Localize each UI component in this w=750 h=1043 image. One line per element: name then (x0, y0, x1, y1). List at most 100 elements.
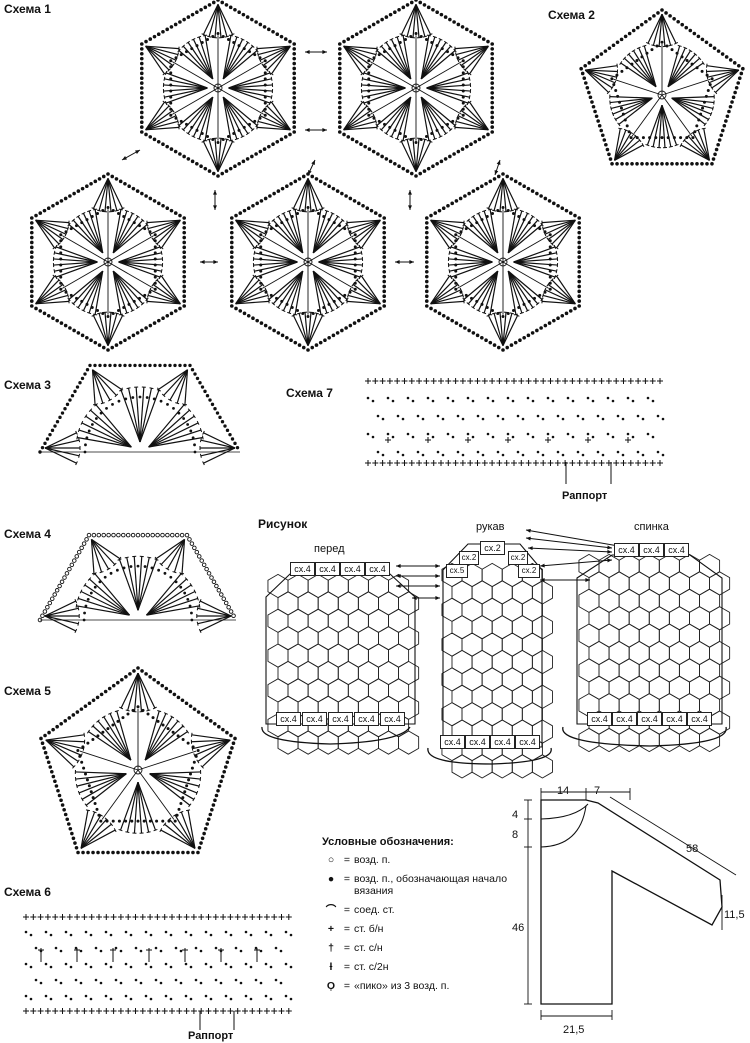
chain-dot (184, 930, 188, 934)
chain-dot (229, 216, 234, 220)
chain-dot (262, 147, 267, 151)
chain-dot (139, 56, 144, 61)
chain-dot (382, 255, 387, 259)
chain-dot (89, 181, 93, 186)
fan-stitch-bar (97, 312, 102, 315)
fan-stitch-bar (535, 218, 540, 222)
fan-stitch-bar (443, 40, 448, 44)
fan-stitch (361, 219, 381, 249)
chain-dot (65, 817, 70, 822)
chain-dot (189, 429, 193, 433)
chain-dot (84, 772, 88, 776)
fan-stitch-bar (240, 37, 245, 41)
chain-dot (181, 850, 185, 855)
fan-stitch (146, 573, 182, 616)
chain-dot (456, 149, 461, 154)
chain-dot (739, 71, 744, 76)
chain-ring (223, 600, 229, 606)
fan-stitch-bar (159, 562, 164, 567)
chain-dot (695, 124, 699, 128)
fan-stitch-bar (264, 232, 268, 237)
fan-stitch-bar (181, 128, 186, 132)
hex-cell (501, 597, 523, 622)
fan-stitch (149, 771, 201, 775)
fan-stitch-bar (113, 828, 117, 833)
chain-dot (59, 981, 63, 985)
spoke-line (370, 61, 417, 89)
chain-dot (152, 137, 157, 142)
chain-dot (475, 333, 480, 338)
fan-stitch (139, 387, 145, 443)
chain-dot (422, 169, 427, 173)
hex-cell (337, 591, 359, 616)
fan-stitch-bar (118, 828, 123, 832)
scheme-7-rapport-label: Раппорт (562, 490, 608, 502)
fan-stitch (112, 270, 144, 305)
chain-dot (249, 997, 253, 1001)
fan-stitch-bar (271, 302, 276, 306)
chain-dot (168, 689, 173, 694)
chain-dot (561, 417, 565, 421)
neck-curve-front (540, 805, 587, 848)
chain-dot (212, 721, 217, 726)
fan-stitch (449, 261, 493, 272)
fan-stitch (163, 369, 188, 396)
chain-dot (85, 335, 89, 340)
arrow-head (308, 170, 312, 175)
chain-dot (93, 179, 98, 184)
chain-dot (134, 978, 138, 982)
fan-stitch (547, 284, 576, 305)
chain-dot (541, 453, 545, 457)
fan-stitch-bar (106, 567, 111, 571)
fan-stitch-bar (81, 309, 86, 313)
chain-dot (58, 415, 62, 420)
chain-dot (182, 250, 187, 255)
chain-dot (337, 51, 342, 56)
chain-dot (513, 179, 518, 184)
chain-dot (42, 208, 47, 213)
chain-dot (259, 281, 263, 285)
chain-ring (72, 558, 77, 563)
chain-dot (292, 86, 297, 90)
hex-cell (501, 702, 523, 727)
chain-dot (443, 157, 448, 161)
fan-stitch-bar (645, 143, 650, 147)
connector-arrow (527, 547, 613, 553)
chain-dot (496, 345, 501, 350)
chain-dot (124, 994, 128, 998)
fan-stitch-bar (193, 753, 196, 758)
chain-dot (144, 994, 148, 998)
chain-dot (310, 345, 315, 350)
chain-dot (337, 71, 342, 76)
chain-dot (651, 435, 655, 439)
fan-stitch-bar (114, 312, 119, 315)
chain-dot (579, 66, 583, 71)
chain-dot (156, 850, 160, 855)
chain-dot (230, 746, 234, 750)
chain-dot (396, 414, 400, 418)
fan-stitch (147, 294, 181, 305)
fan-stitch (222, 36, 238, 80)
hex-cell (511, 615, 533, 640)
chain-dot (289, 965, 293, 969)
chain-ring (221, 596, 226, 602)
hex-cell (297, 591, 319, 616)
back-top-cell: сх.4 (664, 543, 689, 557)
chain-dot (200, 385, 205, 389)
fan-stitch-bar (257, 119, 260, 124)
chain-dot (424, 230, 429, 235)
fan-stitch (671, 96, 715, 99)
chain-dot (451, 399, 455, 403)
front-bottom-cell: сх.4 (276, 712, 301, 726)
fan-stitch-bar (207, 35, 212, 38)
chain-dot (700, 161, 704, 166)
chain-dot (344, 326, 348, 330)
chain-dot (421, 417, 425, 421)
chain-dot (615, 40, 620, 45)
open-circle-icon: ○ (327, 854, 335, 866)
chain-dot (179, 585, 183, 589)
fan-stitch-bar (57, 242, 61, 246)
chain-dot (263, 113, 267, 117)
fan-stitch-bar (264, 287, 268, 292)
fan-stitch-bar (395, 137, 400, 141)
